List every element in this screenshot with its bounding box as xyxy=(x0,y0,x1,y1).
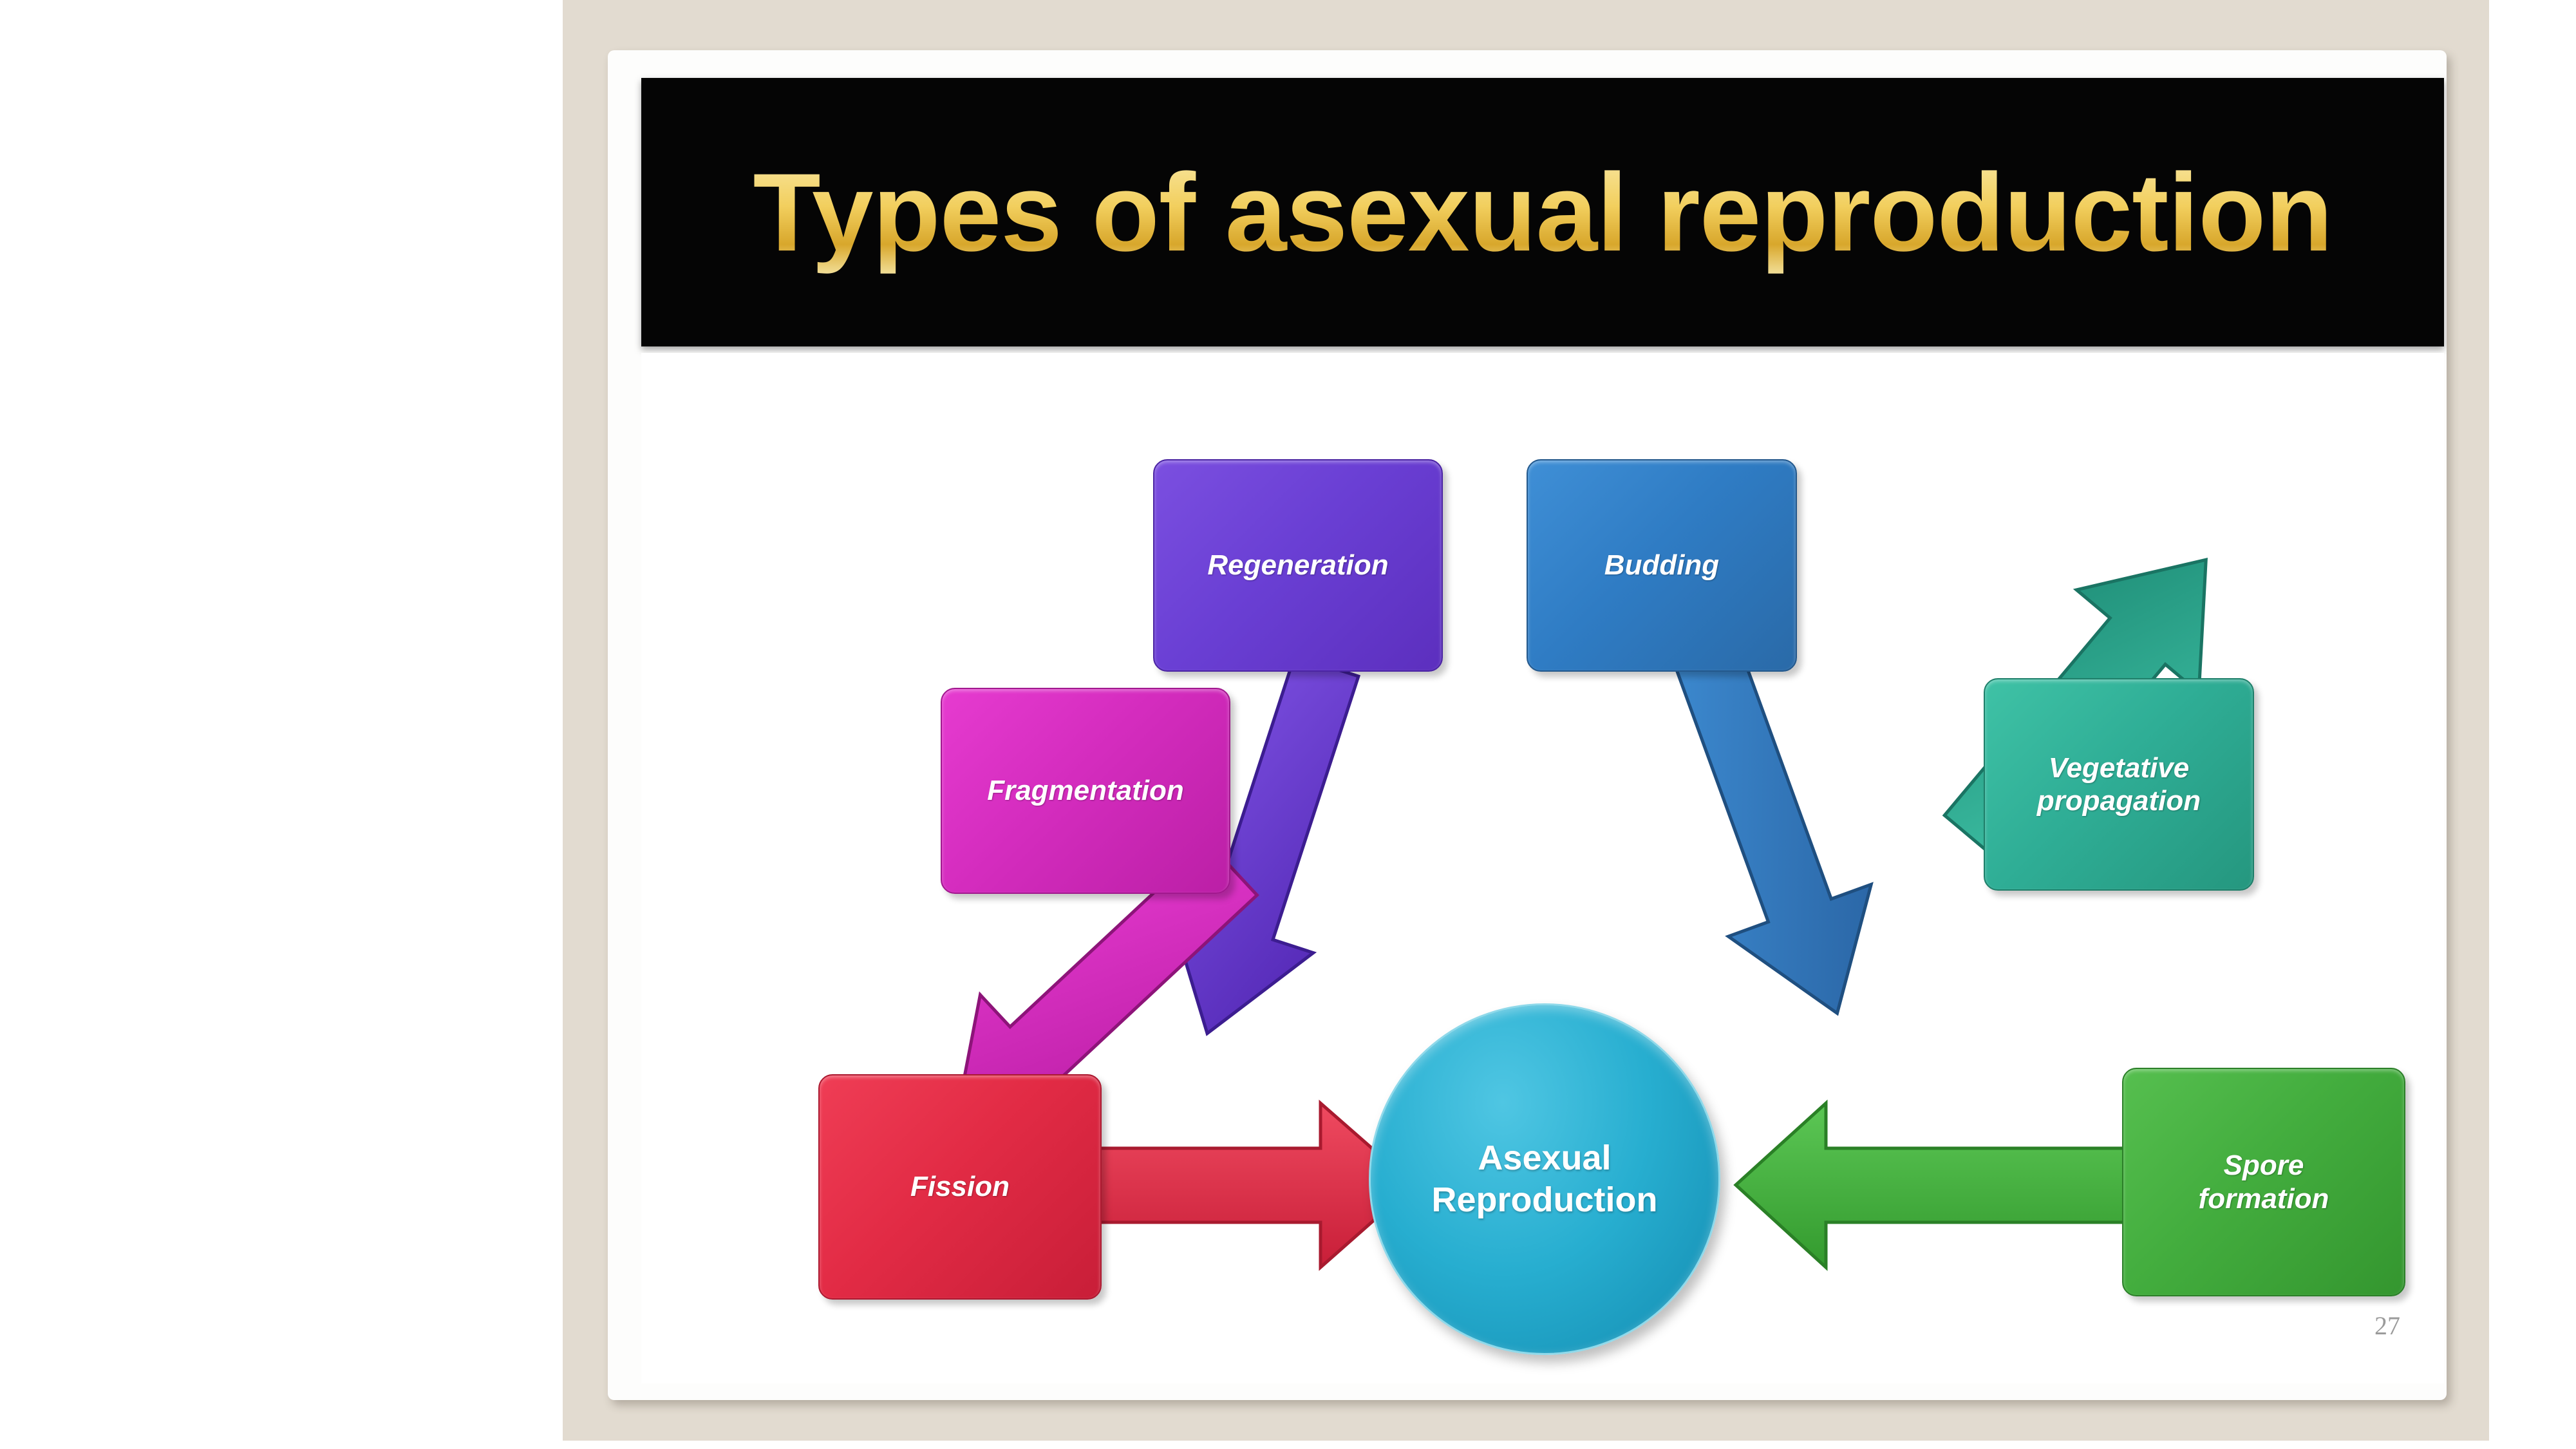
node-regeneration[interactable]: Regeneration xyxy=(1153,459,1443,672)
node-budding-label: Budding xyxy=(1604,549,1720,582)
center-label-line1: Asexual xyxy=(1478,1139,1612,1178)
center-node-label: Asexual Reproduction xyxy=(1432,1137,1658,1221)
node-vegetative-propagation[interactable]: Vegetative propagation xyxy=(1984,678,2254,891)
node-spore-line1: Spore xyxy=(2223,1150,2304,1182)
node-fission-label: Fission xyxy=(910,1171,1010,1203)
node-spore-line2: formation xyxy=(2198,1182,2329,1215)
arrow-budding xyxy=(1669,630,1874,1016)
arrow-fission xyxy=(1084,1099,1416,1271)
arrow-spore xyxy=(1733,1099,2143,1271)
node-spore-formation[interactable]: Spore formation xyxy=(2122,1068,2405,1296)
node-fragmentation[interactable]: Fragmentation xyxy=(941,688,1230,894)
node-fission[interactable]: Fission xyxy=(818,1074,1102,1300)
node-regeneration-label: Regeneration xyxy=(1207,549,1389,582)
page-title: Types of asexual reproduction xyxy=(753,149,2333,276)
page-number: 27 xyxy=(2374,1311,2400,1340)
center-node-asexual-reproduction[interactable]: Asexual Reproduction xyxy=(1369,1003,1720,1355)
asexual-reproduction-diagram: Regeneration Budding Fragmentation Veget… xyxy=(641,353,2444,1383)
center-label-line2: Reproduction xyxy=(1431,1180,1658,1219)
node-spore-formation-label: Spore formation xyxy=(2194,1149,2335,1215)
node-vegetative-line2: propagation xyxy=(2036,785,2201,817)
node-vegetative-propagation-label: Vegetative propagation xyxy=(2032,752,2206,817)
node-budding[interactable]: Budding xyxy=(1527,459,1797,672)
slide-card: Types of asexual reproduction xyxy=(608,50,2447,1400)
title-band: Types of asexual reproduction xyxy=(641,78,2444,346)
node-fragmentation-label: Fragmentation xyxy=(987,775,1184,807)
page-bottom-edge xyxy=(563,1441,2489,1449)
node-vegetative-line1: Vegetative xyxy=(2048,752,2190,784)
